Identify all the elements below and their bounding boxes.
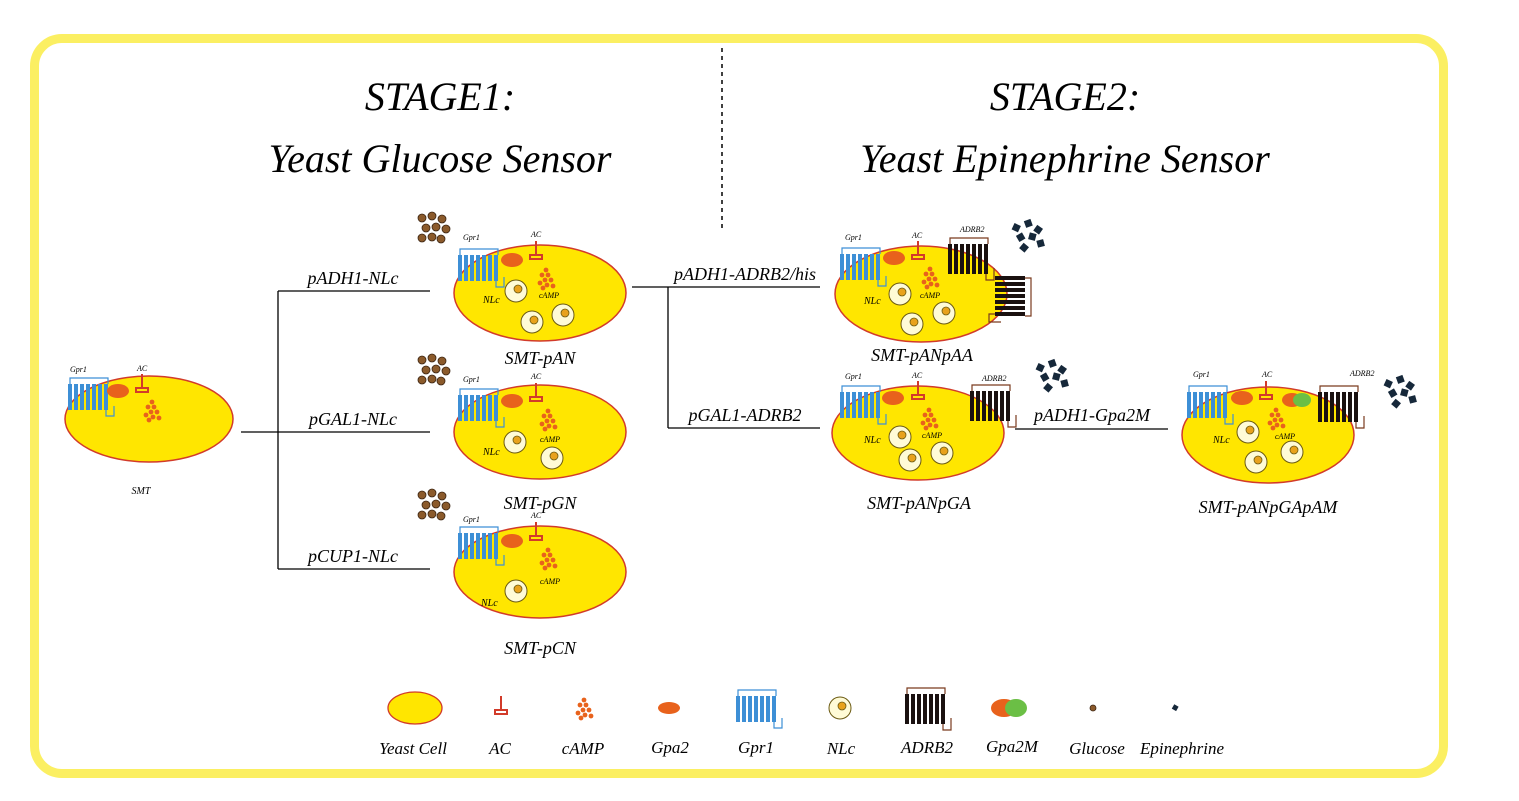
label-ac: AC bbox=[530, 372, 542, 381]
stage1-connectors bbox=[241, 290, 430, 570]
cell-smt-pgn: Gpr1 AC NLc cAMP bbox=[453, 372, 627, 480]
legend-label-glucose: Glucose bbox=[1069, 739, 1125, 758]
legend-label-gpr1: Gpr1 bbox=[738, 738, 774, 757]
label-nlc: NLc bbox=[482, 447, 500, 458]
plasmid-label-gal1-nlc: pGAL1-NLc bbox=[307, 409, 397, 429]
stage2-title: STAGE2: bbox=[990, 74, 1140, 119]
plasmid-label-adh1-nlc: pADH1-NLc bbox=[306, 268, 399, 288]
label-gpr1: Gpr1 bbox=[845, 233, 862, 242]
label-ac: AC bbox=[530, 230, 542, 239]
cell-smt: Gpr1 AC bbox=[64, 364, 234, 463]
label-camp: cAMP bbox=[920, 291, 940, 300]
legend-label-camp: cAMP bbox=[562, 739, 604, 758]
label-gpr1: Gpr1 bbox=[1193, 370, 1210, 379]
stage2-connectors bbox=[632, 286, 1168, 430]
label-adrb2: ADRB2 bbox=[959, 225, 984, 234]
label-nlc: NLc bbox=[863, 296, 881, 307]
label-adrb2: ADRB2 bbox=[981, 374, 1006, 383]
legend-label-adrb2: ADRB2 bbox=[900, 738, 953, 757]
label-gpr1: Gpr1 bbox=[463, 233, 480, 242]
legend-label-gpa2: Gpa2 bbox=[651, 738, 689, 757]
legend-ac-swatch bbox=[494, 695, 508, 715]
label-nlc: NLc bbox=[1212, 435, 1230, 446]
legend-label-ac: AC bbox=[488, 739, 511, 758]
legend: Yeast Cell AC cAMP Gpa2 Gpr1 NLc ADRB2 G… bbox=[379, 687, 1224, 758]
legend-label-yeast-cell: Yeast Cell bbox=[379, 739, 447, 758]
stage1-title: STAGE1: bbox=[365, 74, 515, 119]
strain-label-smt: SMT bbox=[132, 486, 152, 497]
label-camp: cAMP bbox=[539, 291, 559, 300]
strain-label-smt-panpgapam: SMT-pANpGApAM bbox=[1199, 497, 1339, 517]
strain-label-smt-panpaa: SMT-pANpAA bbox=[871, 345, 974, 365]
glucose-cluster-pan bbox=[417, 211, 451, 244]
legend-yeast-cell-swatch bbox=[387, 691, 443, 725]
figure-frame bbox=[30, 34, 1448, 778]
strain-label-smt-pcn: SMT-pCN bbox=[504, 638, 577, 658]
strain-label-smt-pgn: SMT-pGN bbox=[504, 493, 578, 513]
label-nlc: NLc bbox=[480, 598, 498, 609]
legend-label-nlc: NLc bbox=[826, 739, 856, 758]
label-camp: cAMP bbox=[540, 435, 560, 444]
plasmid-label-cup1-nlc: pCUP1-NLc bbox=[306, 546, 398, 566]
label-nlc: NLc bbox=[863, 435, 881, 446]
label-ac: AC bbox=[911, 231, 923, 240]
label-ac: AC bbox=[530, 511, 542, 520]
cell-smt-panpaa: Gpr1 AC ADRB2 NLc cAMP bbox=[834, 225, 1032, 343]
label-gpr1: Gpr1 bbox=[463, 515, 480, 524]
cell-smt-pcn: Gpr1 AC NLc cAMP bbox=[453, 511, 627, 619]
label-adrb2: ADRB2 bbox=[1349, 369, 1374, 378]
glucose-cluster-pgn bbox=[417, 353, 451, 386]
plasmid-label-adh1-adrb2-his: pADH1-ADRB2/his bbox=[672, 264, 816, 284]
label-camp: cAMP bbox=[540, 577, 560, 586]
legend-glucose-swatch bbox=[1089, 704, 1097, 712]
label-ac: AC bbox=[1261, 370, 1273, 379]
legend-gpa2m-swatch bbox=[991, 699, 1027, 717]
legend-gpr1-swatch bbox=[735, 689, 783, 729]
legend-adrb2-swatch bbox=[904, 687, 952, 731]
plasmid-label-gal1-adrb2: pGAL1-ADRB2 bbox=[687, 405, 802, 425]
cell-smt-panpgapam: Gpr1 AC ADRB2 NLc cAMP bbox=[1181, 369, 1374, 484]
stage2-subtitle: Yeast Epinephrine Sensor bbox=[860, 136, 1270, 181]
epinephrine-cluster-panpgapam bbox=[1383, 374, 1417, 409]
label-gpr1: Gpr1 bbox=[463, 375, 480, 384]
label-gpr1: Gpr1 bbox=[845, 372, 862, 381]
label-ac: AC bbox=[136, 364, 148, 373]
plasmid-label-adh1-gpa2m: pADH1-Gpa2M bbox=[1032, 405, 1151, 425]
stage1-subtitle: Yeast Glucose Sensor bbox=[269, 136, 612, 181]
strain-label-smt-panpga: SMT-pANpGA bbox=[867, 493, 972, 513]
epinephrine-cluster-panpga bbox=[1035, 358, 1069, 393]
legend-nlc-swatch bbox=[828, 696, 852, 720]
legend-gpa2-swatch bbox=[658, 702, 680, 714]
strain-label-smt-pan: SMT-pAN bbox=[505, 348, 577, 368]
glucose-cluster-pcn bbox=[417, 488, 451, 521]
label-camp: cAMP bbox=[1275, 432, 1295, 441]
legend-label-epinephrine: Epinephrine bbox=[1139, 739, 1224, 758]
label-ac: AC bbox=[911, 371, 923, 380]
legend-camp-swatch bbox=[575, 697, 594, 721]
legend-label-gpa2m: Gpa2M bbox=[986, 737, 1039, 756]
legend-epinephrine-swatch bbox=[1171, 704, 1179, 712]
label-camp: cAMP bbox=[922, 431, 942, 440]
label-nlc: NLc bbox=[482, 295, 500, 306]
label-gpr1: Gpr1 bbox=[70, 365, 87, 374]
cell-smt-panpga: Gpr1 AC ADRB2 NLc cAMP bbox=[831, 371, 1017, 481]
epinephrine-cluster-panpaa bbox=[1011, 218, 1045, 253]
cell-smt-pan: Gpr1 AC NLc cAMP bbox=[453, 230, 627, 342]
